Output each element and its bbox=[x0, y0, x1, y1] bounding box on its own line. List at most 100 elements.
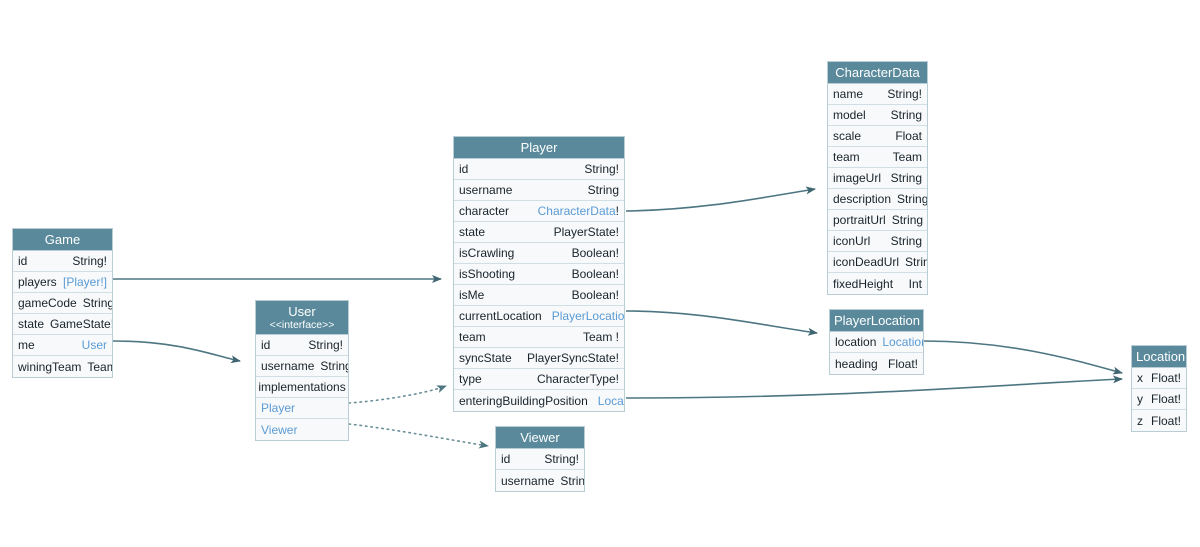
field-type: String bbox=[560, 473, 584, 488]
field-name: state bbox=[459, 225, 486, 239]
table-row[interactable]: id String! bbox=[454, 159, 624, 180]
table-row[interactable]: id String! bbox=[496, 449, 584, 470]
table-row[interactable]: me User bbox=[13, 335, 112, 356]
table-row[interactable]: iconUrl String bbox=[828, 231, 927, 252]
table-row[interactable]: state PlayerState! bbox=[454, 222, 624, 243]
table-row[interactable]: state GameState! bbox=[13, 314, 112, 335]
field-name: username bbox=[459, 183, 513, 197]
table-row[interactable]: portraitUrl String bbox=[828, 210, 927, 231]
field-type: Float bbox=[895, 129, 922, 143]
field-name: heading bbox=[835, 356, 878, 371]
table-row[interactable]: id String! bbox=[13, 251, 112, 272]
table-row[interactable]: description String bbox=[828, 189, 927, 210]
edge-player-character-to-characterdata bbox=[625, 186, 816, 212]
implementations-label: implementations bbox=[258, 380, 346, 394]
table-row[interactable]: syncState PlayerSyncState! bbox=[454, 348, 624, 369]
table-row[interactable]: location Location! bbox=[830, 332, 923, 353]
field-type: Float! bbox=[1150, 413, 1181, 428]
field-type-link[interactable]: Location bbox=[597, 393, 624, 408]
table-row[interactable]: isCrawling Boolean! bbox=[454, 243, 624, 264]
table-row[interactable]: iconDeadUrl String bbox=[828, 252, 927, 273]
entity-user-stereotype: <<interface>> bbox=[269, 319, 335, 331]
implementation-item-player[interactable]: Player bbox=[256, 398, 348, 419]
table-row[interactable]: id String! bbox=[256, 335, 348, 356]
field-type: String bbox=[890, 234, 922, 248]
implementation-item-viewer[interactable]: Viewer bbox=[256, 419, 348, 440]
field-type: Boolean! bbox=[571, 288, 619, 302]
entity-user-title: User <<interface>> bbox=[256, 301, 348, 335]
entity-viewer[interactable]: Viewer id String! username String bbox=[495, 426, 585, 492]
table-row[interactable]: winingTeam Team bbox=[13, 356, 112, 377]
field-name: location bbox=[835, 335, 877, 349]
field-name: type bbox=[459, 372, 482, 386]
field-name: syncState bbox=[459, 351, 512, 365]
table-row[interactable]: isMe Boolean! bbox=[454, 285, 624, 306]
field-type-link[interactable]: [Player!] bbox=[62, 275, 107, 289]
field-type-link[interactable]: PlayerLocation! bbox=[552, 309, 624, 323]
field-name: players bbox=[18, 275, 57, 289]
table-row[interactable]: x Float! bbox=[1132, 368, 1186, 389]
field-type: PlayerSyncState! bbox=[526, 351, 619, 365]
table-row[interactable]: character CharacterData! bbox=[454, 201, 624, 222]
table-row[interactable]: gameCode String! bbox=[13, 293, 112, 314]
field-name: id bbox=[459, 162, 469, 176]
field-type: Boolean! bbox=[571, 267, 619, 281]
table-row[interactable]: username String bbox=[496, 470, 584, 491]
field-name: id bbox=[501, 452, 511, 466]
field-name: team bbox=[833, 150, 860, 164]
table-row[interactable]: scale Float bbox=[828, 126, 927, 147]
entity-player-location[interactable]: PlayerLocation location Location! headin… bbox=[829, 309, 924, 375]
field-name: y bbox=[1137, 392, 1143, 406]
table-row[interactable]: fixedHeight Int bbox=[828, 273, 927, 294]
table-row[interactable]: imageUrl String bbox=[828, 168, 927, 189]
field-type: String! bbox=[887, 87, 922, 101]
field-type-link[interactable]: CharacterData! bbox=[538, 204, 619, 218]
field-type-text: PlayerLocation bbox=[551, 309, 624, 323]
field-name: id bbox=[261, 338, 271, 352]
field-name: username bbox=[501, 473, 555, 488]
table-row[interactable]: currentLocation PlayerLocation! bbox=[454, 306, 624, 327]
field-type-link[interactable]: Location! bbox=[882, 335, 923, 349]
field-type: CharacterType! bbox=[536, 372, 619, 386]
field-type: String bbox=[320, 359, 348, 373]
entity-player[interactable]: Player id String! username String charac… bbox=[453, 136, 625, 412]
entity-player-title: Player bbox=[454, 137, 624, 159]
table-row[interactable]: type CharacterType! bbox=[454, 369, 624, 390]
table-row[interactable]: enteringBuildingPosition Location bbox=[454, 390, 624, 411]
entity-game[interactable]: Game id String! players [Player!] gameCo… bbox=[12, 228, 113, 378]
table-row[interactable]: model String bbox=[828, 105, 927, 126]
field-type: String bbox=[587, 183, 619, 197]
field-type-text: Location bbox=[882, 335, 923, 349]
field-type: String bbox=[891, 213, 924, 227]
table-row[interactable]: name String! bbox=[828, 84, 927, 105]
field-type-link[interactable]: User bbox=[81, 338, 107, 352]
table-row[interactable]: heading Float! bbox=[830, 353, 923, 374]
field-name: description bbox=[833, 192, 892, 206]
field-type: String bbox=[890, 171, 922, 185]
table-row[interactable]: team Team ! bbox=[454, 327, 624, 348]
edge-player-currentlocation-to-playerlocation bbox=[625, 310, 818, 336]
entity-character-data-title: CharacterData bbox=[828, 62, 927, 84]
field-type: String! bbox=[72, 254, 107, 268]
table-row[interactable]: y Float! bbox=[1132, 389, 1186, 410]
entity-user[interactable]: User <<interface>> id String! username S… bbox=[255, 300, 349, 441]
table-row[interactable]: username String bbox=[454, 180, 624, 201]
table-row[interactable]: team Team bbox=[828, 147, 927, 168]
entity-location[interactable]: Location x Float! y Float! z Float! bbox=[1131, 345, 1187, 432]
field-type: String bbox=[905, 255, 927, 269]
implementations-label-row: implementations bbox=[256, 377, 348, 398]
field-name: enteringBuildingPosition bbox=[459, 393, 588, 408]
table-row[interactable]: players [Player!] bbox=[13, 272, 112, 293]
edge-user-implements-viewer bbox=[348, 423, 489, 449]
field-type: Float! bbox=[1150, 371, 1181, 385]
field-type: Float! bbox=[1150, 392, 1181, 406]
edge-player-enteringbuildingposition-to-location bbox=[625, 375, 1123, 399]
implementation-name: Player bbox=[261, 401, 296, 415]
table-row[interactable]: isShooting Boolean! bbox=[454, 264, 624, 285]
entity-character-data[interactable]: CharacterData name String! model String … bbox=[827, 61, 928, 295]
table-row[interactable]: z Float! bbox=[1132, 410, 1186, 431]
field-type: String bbox=[897, 192, 927, 206]
table-row[interactable]: username String bbox=[256, 356, 348, 377]
field-name: state bbox=[18, 317, 45, 331]
field-type: String! bbox=[584, 162, 619, 176]
